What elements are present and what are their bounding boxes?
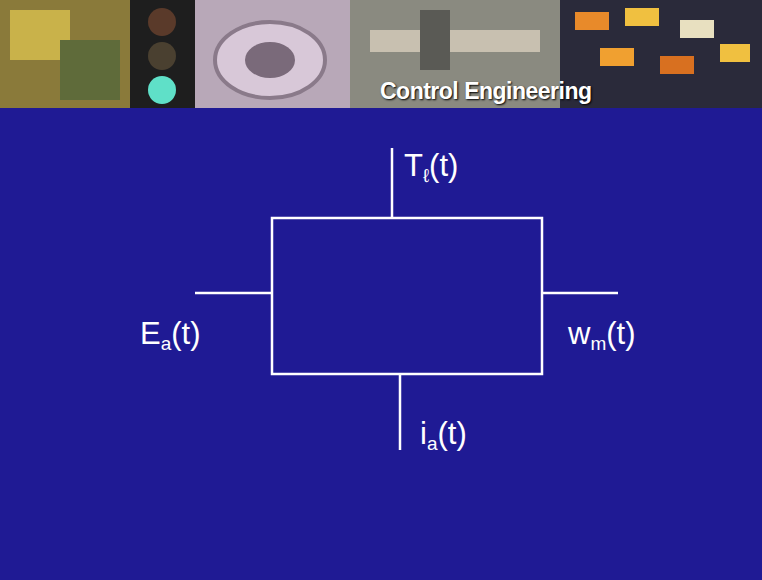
- header-banner: [0, 0, 762, 108]
- signal-name: Tℓ(t): [404, 150, 458, 185]
- block-diagram: [195, 148, 618, 450]
- output-line: [542, 292, 618, 295]
- current-line: [399, 374, 402, 450]
- signal-name: wm(t): [568, 318, 635, 353]
- disturbance-line: [391, 148, 394, 218]
- slide-title: Control Engineering: [380, 78, 592, 105]
- system-block: [272, 218, 542, 374]
- input-line: [195, 292, 272, 295]
- signal-name: Ea(t): [140, 318, 201, 353]
- signal-name: ia(t): [420, 418, 467, 453]
